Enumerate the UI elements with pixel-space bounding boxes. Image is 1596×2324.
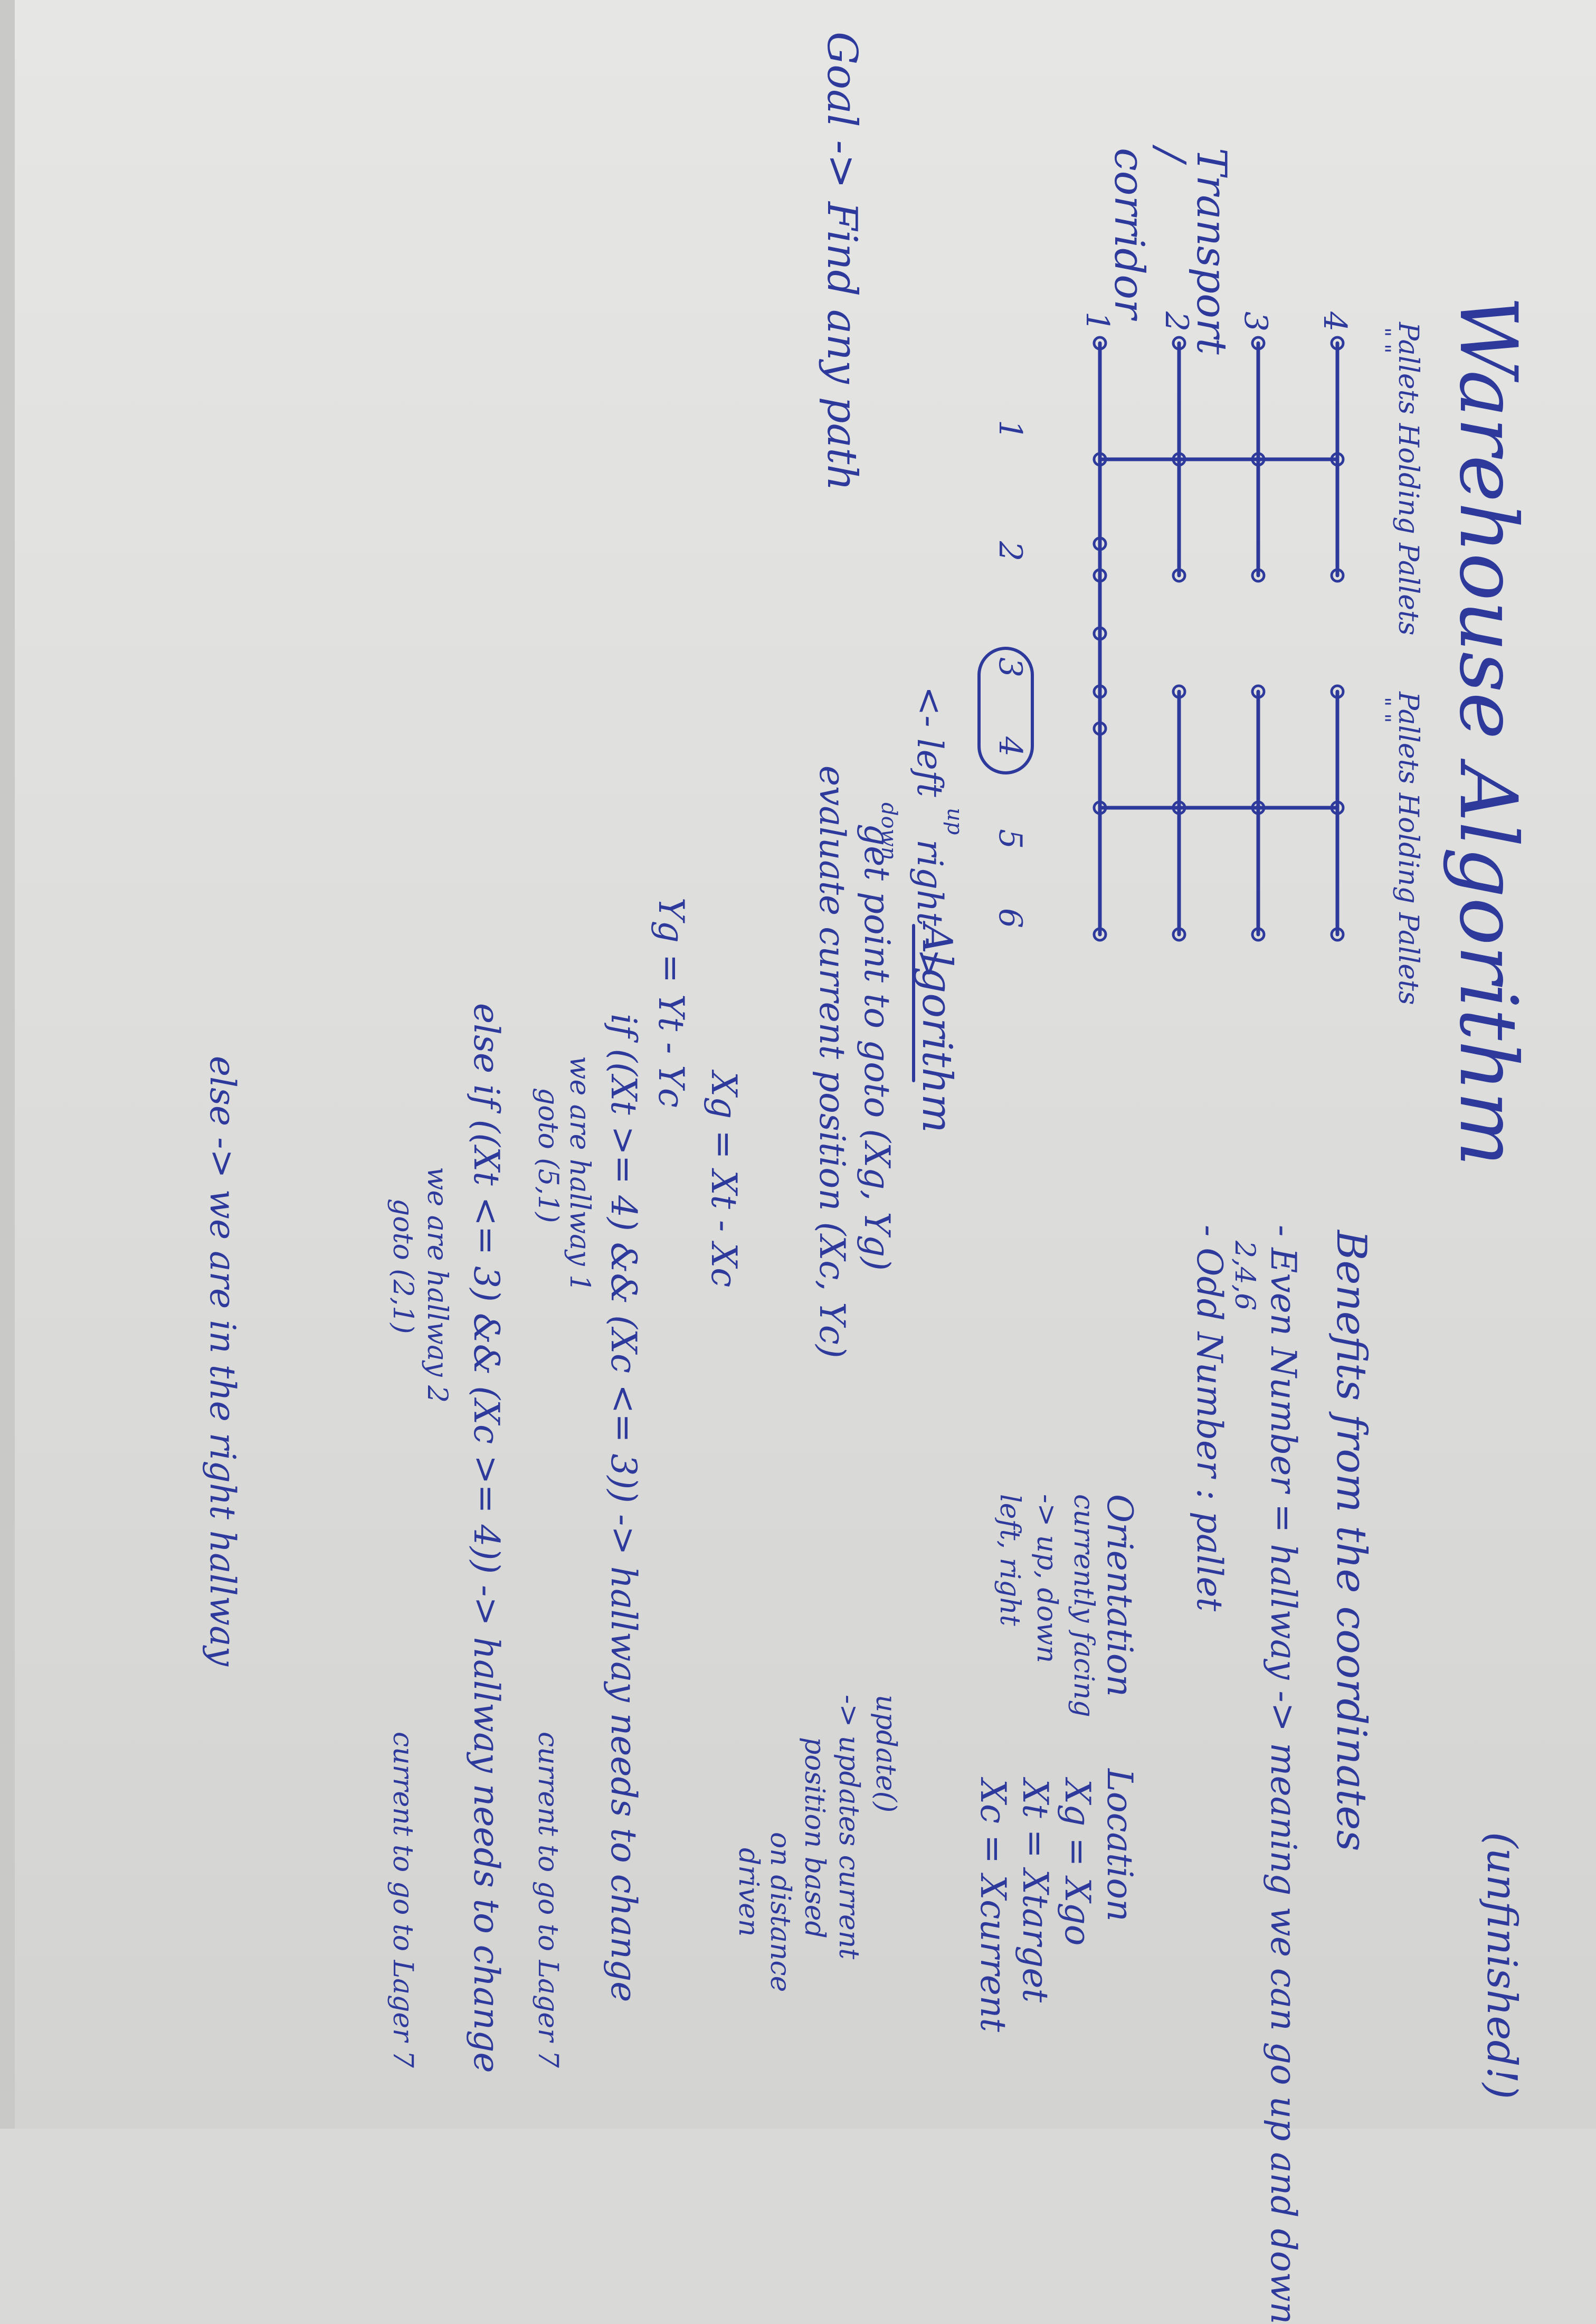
algorithm-line-2: evaluate current position (Xc, Yc): [812, 766, 852, 1358]
if-branch-1-sub-2: goto (5,1): [532, 1088, 564, 1223]
if-branch-1: if ((Xt >= 4) && (Xc <= 3)) -> hallway n…: [603, 1014, 644, 2002]
grid-node-r1-c4: [1330, 684, 1345, 699]
grid-node-r1-c3: [1330, 568, 1345, 583]
location-heading: Location: [1099, 1769, 1140, 1922]
if-branch-2-note: current to go to Lager 7: [387, 1732, 419, 2068]
grid-node-r4-c1: [1092, 336, 1107, 351]
if-branch-1-note: current to go to Lager 7: [532, 1732, 564, 2068]
grid-node-r1-c5: [1330, 800, 1345, 815]
grid-node-r3-c1: [1172, 336, 1186, 351]
orientation-line-2: -> up, down: [1031, 1494, 1062, 1664]
orientation-line-3: left, right: [994, 1494, 1025, 1626]
grid-node-r3-c5: [1172, 800, 1186, 815]
grid-node-r3-c3: [1172, 568, 1186, 583]
location-line-1: Xg = Xgo: [1057, 1779, 1098, 1946]
grid-node-r3-c6: [1172, 927, 1186, 942]
grid-node-r4-c3: [1092, 568, 1107, 583]
paper-edge: [0, 0, 15, 2129]
update-detail-1: -> updates current: [833, 1695, 864, 1960]
location-line-3: Xc = Xcurrent: [973, 1779, 1013, 2032]
algorithm-line-1: get point to goto (Xg, Yg): [857, 824, 897, 1271]
corridor-node-3: [1092, 721, 1107, 736]
update-detail-4: driven: [733, 1848, 764, 1937]
update-detail-3: on distance: [764, 1832, 796, 1992]
grid-node-r4-c6: [1092, 927, 1107, 942]
if-branch-2: else if ((Xt <= 3) && (Xc >= 4)) -> hall…: [466, 1003, 507, 2073]
goal-text: Goal -> Find any path: [818, 32, 866, 491]
direction-up: up: [943, 808, 967, 835]
if-branch-1-sub-1: we are hallway 1: [564, 1056, 595, 1292]
update-detail-2: position based: [799, 1737, 830, 1939]
orientation-heading: Orientation: [1099, 1494, 1140, 1697]
grid-node-r2-c1: [1251, 336, 1266, 351]
update-note: update(): [870, 1695, 901, 1813]
grid-node-r2-c3: [1251, 568, 1266, 583]
grid-node-r3-c2: [1172, 452, 1186, 467]
corridor-node-1: [1092, 536, 1107, 551]
benefits-heading: Benefits from the coordinates: [1327, 1230, 1375, 1851]
grid-node-r2-c5: [1251, 800, 1266, 815]
grid-node-r4-c4: [1092, 684, 1107, 699]
benefits-even: - Even Number = hallway -> meaning we ca…: [1263, 1225, 1304, 2324]
warehouse-grid-diagram: [1092, 336, 1345, 942]
formula-xg: Xg = Xt - Xc: [704, 1072, 744, 1288]
algorithm-heading-underline: [912, 924, 915, 1082]
grid-node-r2-c4: [1251, 684, 1266, 699]
corridor-node-2: [1092, 626, 1107, 641]
rotated-content: Warehouse Algorithm (unfinished!) Pallet…: [202, 32, 1534, 2324]
grid-node-r3-c4: [1172, 684, 1186, 699]
grid-node-r1-c1: [1330, 336, 1345, 351]
direction-left: <- left: [909, 686, 950, 797]
grid-node-r1-c2: [1330, 452, 1345, 467]
else-branch: else -> we are in the right hallway: [202, 1056, 243, 1666]
benefits-odd: - Odd Number : pallet: [1189, 1225, 1230, 1612]
grid-node-r4-c5: [1092, 800, 1107, 815]
if-branch-2-sub-2: goto (2,1): [387, 1198, 419, 1334]
if-branch-2-sub-1: we are hallway 2: [421, 1167, 453, 1403]
benefits-even-examples: 2,4,6: [1229, 1241, 1260, 1311]
grid-node-r4-c2: [1092, 452, 1107, 467]
location-line-2: Xt = Xtarget: [1015, 1779, 1056, 2003]
grid-node-r2-c6: [1251, 927, 1266, 942]
grid-node-r2-c2: [1251, 452, 1266, 467]
orientation-line-1: currently facing: [1068, 1494, 1099, 1717]
formula-yg: Yg = Yt - Yc: [651, 898, 691, 1108]
grid-node-r1-c6: [1330, 927, 1345, 942]
algorithm-heading: Algorithm: [913, 924, 961, 1133]
